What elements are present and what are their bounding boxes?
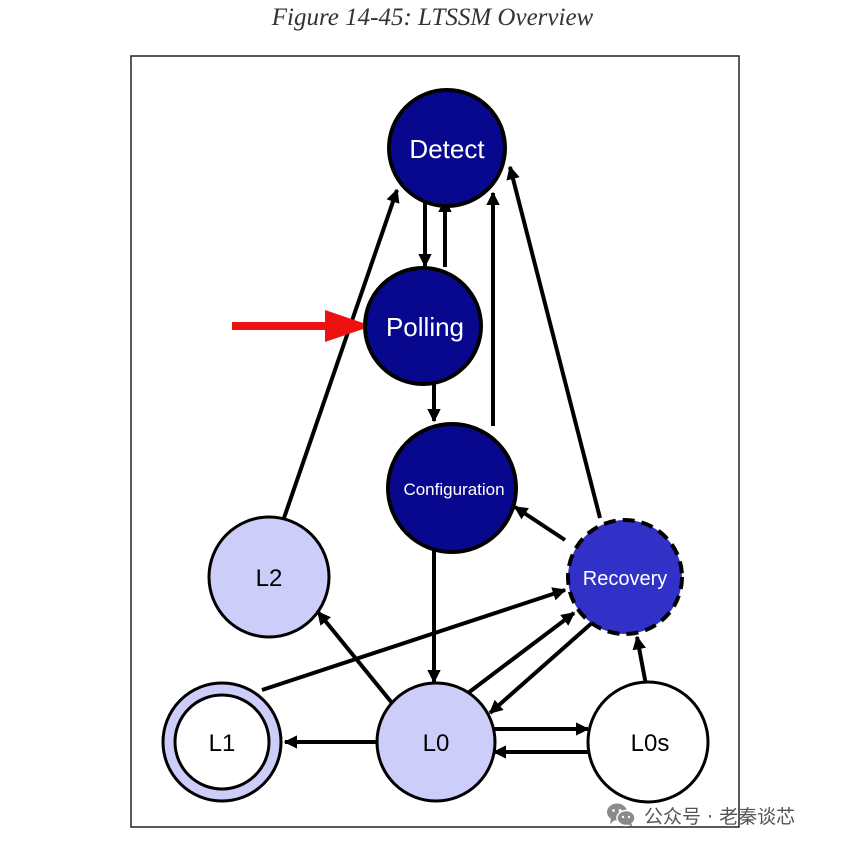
figure-title: Figure 14-45: LTSSM Overview [271, 4, 594, 31]
state-recovery-label: Recovery [583, 568, 667, 590]
arrow-l1-to-recovery [261, 587, 567, 692]
red-pointer-arrow [232, 310, 372, 342]
arrow-recovery-to-detect [506, 165, 602, 519]
state-l2: L2 [207, 515, 331, 639]
state-detect-label: Detect [409, 134, 485, 164]
arrow-l0-to-recovery [466, 611, 576, 695]
diagram-frame [130, 55, 740, 828]
state-polling-label: Polling [386, 312, 464, 342]
state-l0s: L0s [586, 680, 710, 804]
state-recovery: Recovery [566, 518, 684, 636]
arrow-recovery-to-configuration [513, 505, 567, 542]
state-detect: Detect [387, 88, 507, 208]
state-polling: Polling [363, 266, 483, 386]
state-l2-label: L2 [256, 565, 283, 592]
wechat-icon [607, 803, 636, 827]
watermark: 公众号 · 老秦谈芯 [606, 800, 795, 830]
state-l1-label: L1 [209, 730, 236, 757]
arrow-recovery-to-l0 [488, 620, 595, 715]
transitions [261, 165, 648, 759]
arrow-l0s-to-recovery [632, 635, 648, 686]
state-configuration: Configuration [386, 422, 518, 554]
state-l0-label: L0 [423, 730, 450, 757]
arrow-l2-to-detect [282, 188, 400, 519]
state-l0s-label: L0s [631, 730, 670, 757]
state-configuration-label: Configuration [403, 480, 504, 499]
watermark-text: 公众号 · 老秦谈芯 [644, 805, 796, 828]
state-l1: L1 [161, 681, 283, 803]
state-l0: L0 [375, 681, 497, 803]
